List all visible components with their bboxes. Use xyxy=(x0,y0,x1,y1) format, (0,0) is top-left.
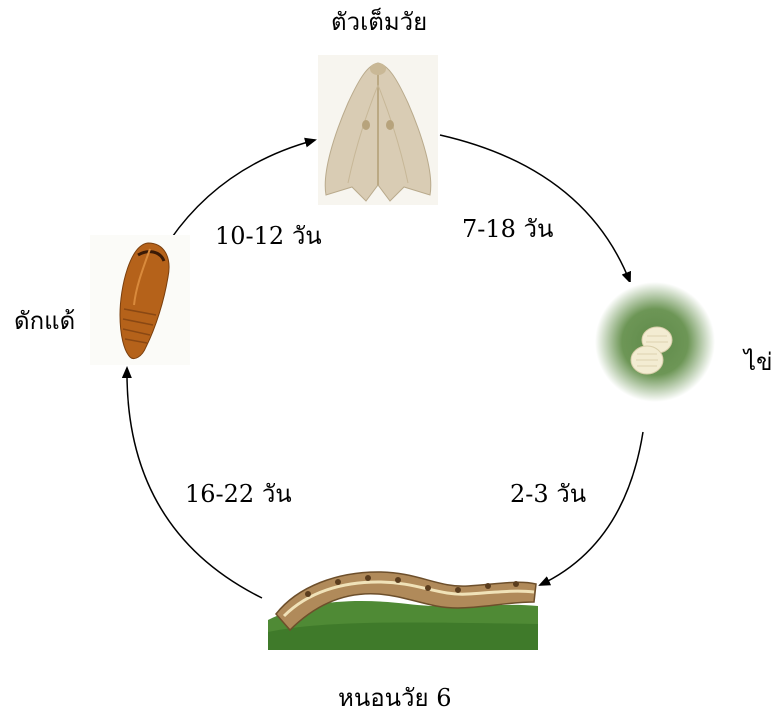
duration-adult-to-egg: 7-18 วัน xyxy=(462,215,553,243)
stage-label-egg: ไข่ xyxy=(744,348,772,376)
stage-label-larva: หนอนวัย 6 xyxy=(338,684,451,712)
arrow-adult-to-egg xyxy=(440,135,630,282)
duration-larva-to-pupa: 16-22 วัน xyxy=(185,480,292,508)
larva-image xyxy=(268,550,538,650)
stage-label-adult: ตัวเต็มวัย xyxy=(331,8,427,36)
pupa-image xyxy=(90,235,190,365)
adult-moth-image xyxy=(318,55,438,205)
stage-label-pupa: ดักแด้ xyxy=(14,307,75,335)
duration-pupa-to-adult: 10-12 วัน xyxy=(215,222,322,250)
duration-egg-to-larva: 2-3 วัน xyxy=(510,480,586,508)
egg-image xyxy=(595,282,715,402)
arrow-egg-to-larva xyxy=(540,432,643,585)
